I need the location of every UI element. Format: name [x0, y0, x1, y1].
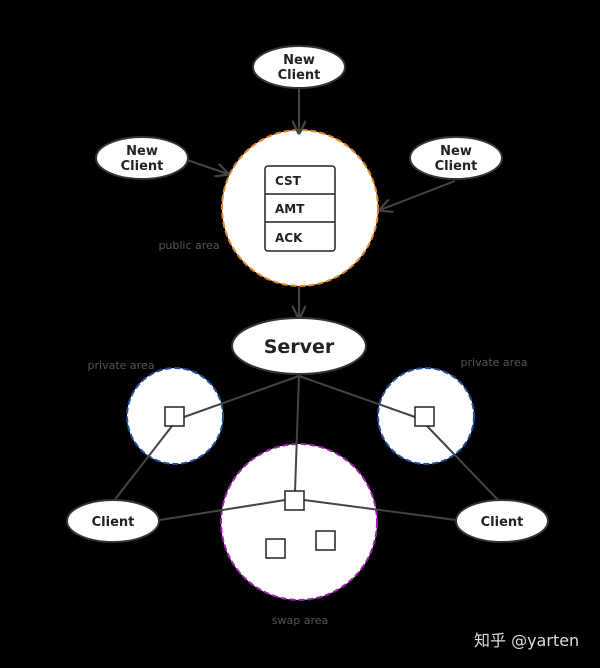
edge-client-right-swap	[303, 499, 457, 521]
client-left-node	[66, 499, 160, 543]
edge-private-right-client	[426, 425, 501, 503]
edge-server-swap	[294, 375, 300, 493]
edge-client-left-swap	[159, 499, 286, 521]
edge-server-private-left	[183, 375, 300, 418]
client-right-node	[455, 499, 549, 543]
arrow-new-client-right	[380, 180, 456, 210]
new-client-left-node	[95, 136, 189, 180]
client-right-label: Client	[481, 515, 524, 530]
client-left-label: Client	[92, 515, 135, 530]
private-left-node	[164, 406, 185, 427]
edge-server-private-right	[298, 375, 416, 418]
watermark: 知乎 @yarten	[474, 631, 579, 650]
swap-node-hub	[284, 490, 305, 511]
public-area-label: public area	[158, 239, 219, 252]
message-stack: CST AMT ACK	[264, 165, 336, 252]
arrow-new-client-left	[186, 159, 228, 174]
private-area-right-label: private area	[461, 356, 528, 369]
edge-private-left-client	[112, 425, 173, 503]
private-right-node	[414, 406, 435, 427]
stack-item-ack: ACK	[275, 231, 303, 245]
swap-area-label: swap area	[272, 614, 328, 627]
private-area-left-label: private area	[88, 359, 155, 372]
server-label: Server	[264, 336, 335, 358]
swap-area-circle	[220, 443, 378, 601]
stack-item-cst: CST	[275, 174, 302, 188]
swap-node-a	[265, 538, 286, 559]
swap-node-b	[315, 530, 336, 551]
stack-frame	[264, 165, 336, 252]
new-client-top-node	[252, 45, 346, 89]
server-node	[231, 317, 367, 375]
new-client-right-node	[409, 136, 503, 180]
stack-item-amt: AMT	[275, 202, 305, 216]
